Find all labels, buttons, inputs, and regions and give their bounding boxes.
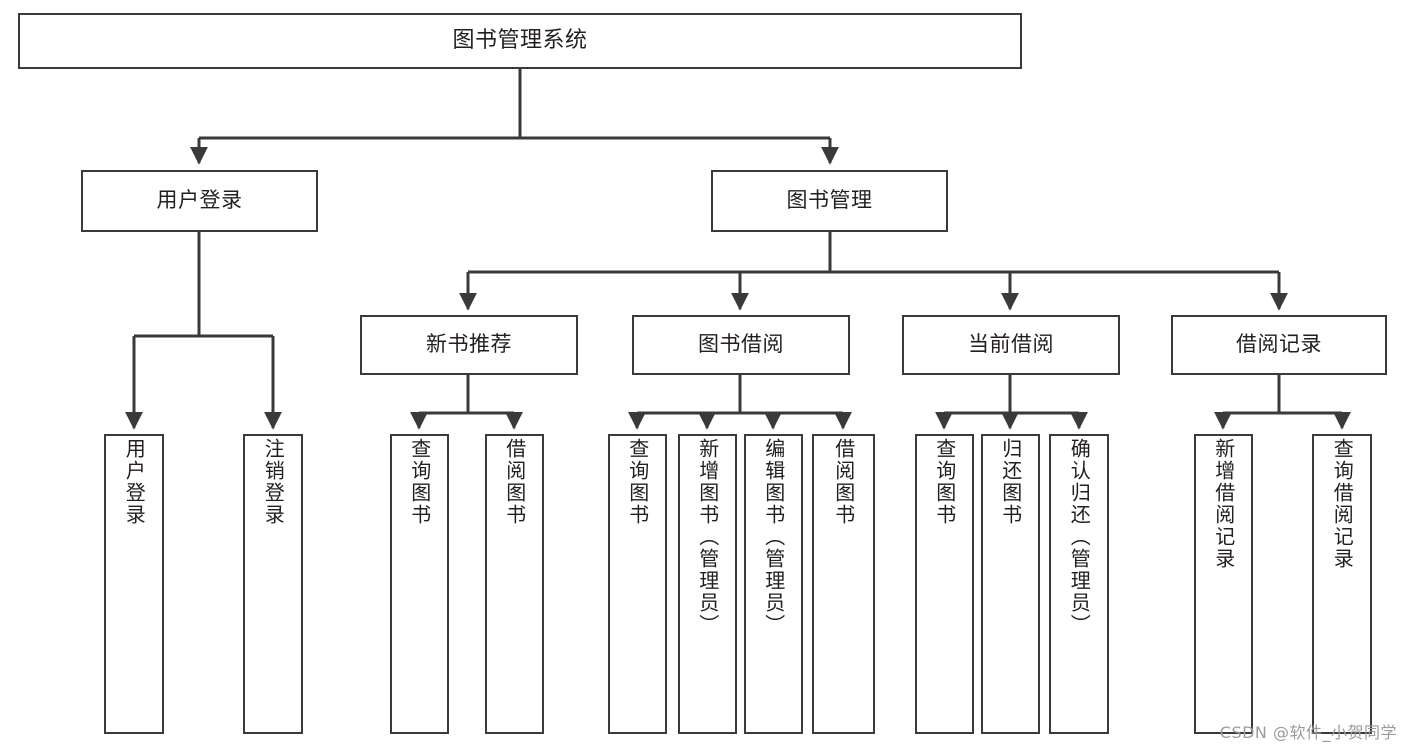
node-new-book-rec: 新书推荐 bbox=[360, 315, 578, 375]
node-book-manage-label: 图书管理 bbox=[786, 188, 873, 213]
node-borrow-record: 借阅记录 bbox=[1171, 315, 1387, 375]
node-leaf-query-record-label: 查询借阅记录 bbox=[1330, 438, 1355, 570]
node-borrow-record-label: 借阅记录 bbox=[1236, 332, 1322, 357]
node-leaf-confirm-return-label: 确认归还（管理员） bbox=[1067, 438, 1092, 636]
node-user-login-label: 用户登录 bbox=[156, 188, 243, 213]
node-leaf-query-book-1-label: 查询图书 bbox=[407, 438, 432, 526]
node-leaf-query-book-2-label: 查询图书 bbox=[625, 438, 650, 526]
node-leaf-query-book-2: 查询图书 bbox=[608, 434, 667, 734]
node-leaf-query-book-3: 查询图书 bbox=[915, 434, 974, 734]
node-current-borrow-label: 当前借阅 bbox=[968, 332, 1054, 357]
node-leaf-edit-book: 编辑图书（管理员） bbox=[744, 434, 803, 734]
watermark: CSDN @软件_小贺同学 bbox=[1219, 723, 1397, 742]
node-book-manage: 图书管理 bbox=[711, 170, 948, 232]
node-leaf-return-book-label: 归还图书 bbox=[998, 438, 1023, 526]
node-new-book-rec-label: 新书推荐 bbox=[426, 332, 512, 357]
node-leaf-add-book-label: 新增图书（管理员） bbox=[695, 438, 720, 636]
node-leaf-borrow-book-2: 借阅图书 bbox=[812, 434, 875, 734]
node-leaf-borrow-book-1-label: 借阅图书 bbox=[502, 438, 527, 526]
node-book-borrow-label: 图书借阅 bbox=[698, 332, 784, 357]
node-leaf-user-login-label: 用户登录 bbox=[122, 438, 147, 526]
node-leaf-user-login: 用户登录 bbox=[104, 434, 164, 734]
node-leaf-logout-label: 注销登录 bbox=[261, 438, 286, 526]
node-leaf-return-book: 归还图书 bbox=[981, 434, 1040, 734]
node-user-login: 用户登录 bbox=[81, 170, 318, 232]
node-current-borrow: 当前借阅 bbox=[902, 315, 1120, 375]
node-leaf-borrow-book-2-label: 借阅图书 bbox=[831, 438, 856, 526]
node-leaf-borrow-book-1: 借阅图书 bbox=[485, 434, 544, 734]
node-leaf-add-book: 新增图书（管理员） bbox=[678, 434, 737, 734]
node-leaf-query-record: 查询借阅记录 bbox=[1312, 434, 1372, 734]
node-root-label: 图书管理系统 bbox=[452, 27, 588, 53]
node-book-borrow: 图书借阅 bbox=[632, 315, 850, 375]
node-root: 图书管理系统 bbox=[18, 13, 1022, 69]
node-leaf-confirm-return: 确认归还（管理员） bbox=[1049, 434, 1109, 734]
node-leaf-edit-book-label: 编辑图书（管理员） bbox=[761, 438, 786, 636]
node-leaf-query-book-1: 查询图书 bbox=[390, 434, 449, 734]
node-leaf-query-book-3-label: 查询图书 bbox=[932, 438, 957, 526]
node-leaf-add-record-label: 新增借阅记录 bbox=[1211, 438, 1236, 570]
node-leaf-add-record: 新增借阅记录 bbox=[1194, 434, 1253, 734]
node-leaf-logout: 注销登录 bbox=[243, 434, 303, 734]
